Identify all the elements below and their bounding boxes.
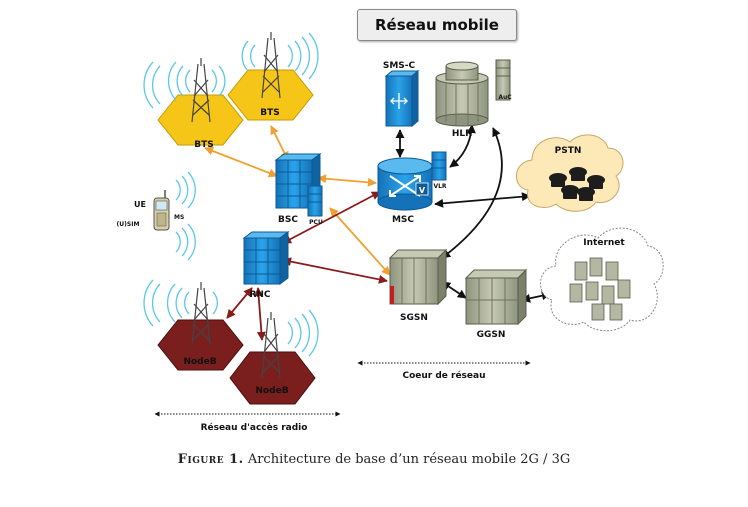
figure-caption: Figure 1. Architecture de base d’un rése… <box>0 452 748 467</box>
radio-waves-icon <box>143 279 219 327</box>
telephone-icon <box>549 167 605 201</box>
router-arrows-icon <box>390 93 408 109</box>
sgsn-node: SGSN <box>388 248 448 323</box>
link-rnc-nodeb1 <box>226 287 253 319</box>
links <box>204 124 551 341</box>
link-pcu-sgsn <box>329 207 391 276</box>
antenna-tower-icon <box>261 312 281 379</box>
sgsn-label: SGSN <box>400 313 428 323</box>
link-bsc-msc <box>317 174 377 187</box>
pstn-node: PSTN <box>516 134 624 212</box>
link-rnc-msc <box>282 191 381 244</box>
figure-number: Figure 1. <box>177 452 244 467</box>
internet-label: Internet <box>583 238 625 248</box>
pcu-node: PCU <box>307 185 323 226</box>
link-bts1-bsc <box>204 146 278 178</box>
pcu-label: PCU <box>309 219 323 226</box>
ms-label: MS <box>174 214 184 221</box>
msc-label: MSC <box>392 215 414 225</box>
radio-waves-icon <box>241 32 319 80</box>
nodeb-node-2: NodeB <box>229 309 319 405</box>
bts-label: BTS <box>260 108 279 118</box>
smsc-node: SMS-C <box>383 61 420 128</box>
network-diagram: BTS BTS BSC PCU <box>117 32 664 433</box>
core-network-label: Coeur de réseau <box>402 370 485 381</box>
nodeb-label: NodeB <box>255 386 288 396</box>
ue-label: UE <box>134 200 146 209</box>
vlr-node: VLR <box>431 151 447 190</box>
msc-v-glyph: V <box>419 186 426 195</box>
radio-waves-icon <box>287 309 319 357</box>
ggsn-label: GGSN <box>477 330 506 340</box>
switch-arrows-icon <box>389 175 421 197</box>
nodeb-label: NodeB <box>183 357 216 367</box>
link-rnc-sgsn <box>282 257 388 284</box>
antenna-tower-icon <box>191 58 211 123</box>
radio-waves-icon <box>143 61 226 109</box>
ue-node: UE MS (U)SIM <box>117 171 196 261</box>
bts-node-1: BTS <box>143 58 244 150</box>
antenna-tower-icon <box>191 282 211 346</box>
hlr-label: HLR <box>452 129 472 139</box>
link-rnc-nodeb2 <box>254 287 266 341</box>
internet-node: Internet <box>540 227 664 332</box>
bts-node-2: BTS <box>227 32 319 121</box>
bsc-label: BSC <box>278 215 298 225</box>
rnc-label: RNC <box>249 290 270 300</box>
core-network-group: Coeur de réseau <box>357 360 531 381</box>
antenna-tower-icon <box>261 32 281 99</box>
smsc-label: SMS-C <box>383 61 416 71</box>
usim-label: (U)SIM <box>117 221 140 228</box>
nodeb-node-1: NodeB <box>143 279 244 371</box>
msc-node: V MSC <box>377 157 433 225</box>
cloud-shape <box>540 227 664 332</box>
auc-label: AuC <box>498 94 512 101</box>
link-hlr-sgsn <box>441 127 503 259</box>
servers-icon <box>569 257 631 321</box>
bts-label: BTS <box>194 140 213 150</box>
radio-waves-icon <box>175 171 196 261</box>
hlr-node: HLR <box>435 61 489 139</box>
database-icon <box>435 61 489 127</box>
radio-access-label: Réseau d'accès radio <box>201 422 308 433</box>
vlr-label: VLR <box>433 183 446 190</box>
mobile-phone-icon <box>153 190 170 231</box>
ggsn-node: GGSN <box>464 268 528 340</box>
pstn-label: PSTN <box>555 146 582 156</box>
link-msc-pstn <box>434 192 531 208</box>
diagram-title: Réseau mobile <box>357 9 517 41</box>
auc-node: AuC <box>495 59 512 101</box>
rnc-node: RNC <box>242 231 290 300</box>
radio-access-group: Réseau d'accès radio <box>154 411 341 433</box>
figure-caption-text: Architecture de base d’un réseau mobile … <box>247 452 571 467</box>
